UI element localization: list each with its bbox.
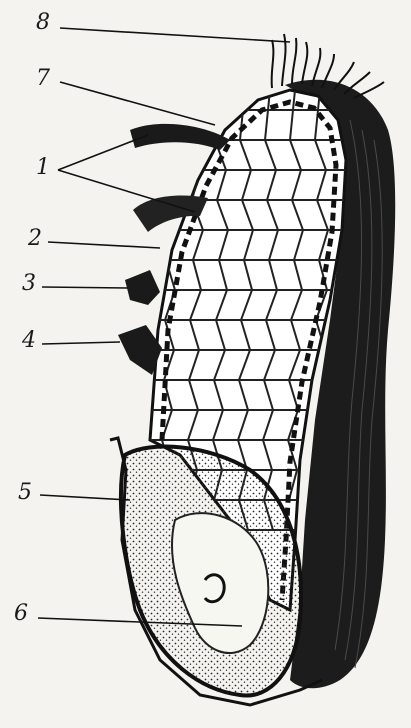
label-4: 4	[22, 328, 36, 353]
label-2: 2	[28, 226, 42, 251]
label-6: 6	[14, 601, 28, 626]
label-7: 7	[36, 66, 50, 91]
husk-flap-3	[125, 270, 160, 305]
label-8: 8	[36, 10, 50, 35]
label-1: 1	[36, 155, 50, 180]
label-5: 5	[18, 480, 32, 505]
label-3: 3	[22, 271, 36, 296]
